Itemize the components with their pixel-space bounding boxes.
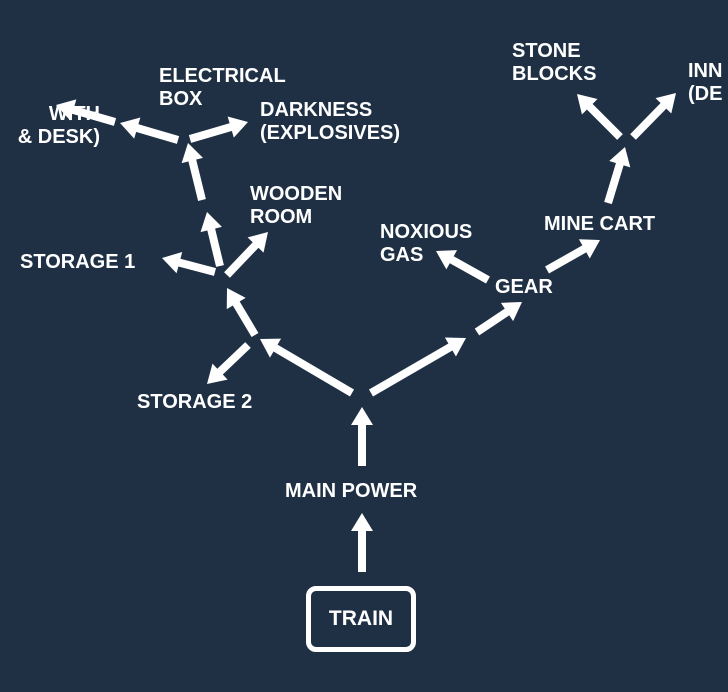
arrow-shaft <box>271 343 355 397</box>
arrow-head <box>207 363 228 384</box>
arrow-head <box>260 338 282 358</box>
arrow-head <box>436 250 458 270</box>
node-noxious-gas: NOXIOUS GAS <box>380 221 473 266</box>
arrow-shaft <box>70 105 117 126</box>
arrow-head <box>444 337 466 357</box>
arrow-shaft <box>231 299 259 338</box>
arrow-head <box>609 147 631 168</box>
node-gear: GEAR <box>495 276 553 298</box>
node-storage-2: STORAGE 2 <box>137 391 253 413</box>
arrow-train-to-main-power <box>351 513 373 572</box>
arrow-split-to-right <box>368 337 466 397</box>
arrow-shaft <box>206 226 224 267</box>
arrow-shaft <box>545 244 589 274</box>
arrow-shaft <box>188 122 234 143</box>
node-darkness: DARKNESS (EXPLOSIVES) <box>260 99 401 144</box>
arrow-to-darkness <box>188 116 248 143</box>
arrow-shaft <box>215 342 251 376</box>
node-inner: INN (DE <box>688 60 723 105</box>
node-storage-1: STORAGE 1 <box>20 251 136 273</box>
arrow-head <box>500 302 522 322</box>
arrow-head <box>247 232 268 253</box>
node-electrical-box: ELECTRICAL BOX <box>159 65 286 110</box>
arrow-head <box>181 143 203 164</box>
arrow-to-inner <box>630 93 676 140</box>
node-mine-cart: MINE CART <box>544 213 656 235</box>
arrow-shaft <box>368 342 455 397</box>
arrow-head <box>162 251 183 274</box>
arrow-to-with-desk <box>56 99 117 126</box>
arrow-head <box>578 239 600 259</box>
arrow-mine-cart-up <box>604 147 631 205</box>
node-wooden-room: WOODEN ROOM <box>250 183 343 228</box>
node-stone-blocks: STONE BLOCKS <box>512 40 597 85</box>
arrow-shaft <box>448 255 490 284</box>
arrow-shaft <box>585 102 623 140</box>
arrow-shaft <box>630 101 668 140</box>
arrow-left-to-storage-2 <box>207 342 251 384</box>
arrow-right-to-gear <box>474 302 522 336</box>
arrow-up-segment-2 <box>181 143 206 201</box>
arrow-main-power-to-split <box>351 407 373 466</box>
arrow-head <box>577 94 598 115</box>
arrow-head <box>120 117 141 139</box>
arrow-left-to-upper <box>226 288 259 338</box>
arrow-to-wooden-room <box>224 232 268 278</box>
arrow-head <box>56 99 77 121</box>
arrow-shaft <box>474 307 511 336</box>
arrow-head <box>655 93 676 114</box>
arrow-shaft <box>224 240 260 278</box>
node-train: TRAIN <box>306 586 416 652</box>
arrow-shaft <box>187 157 206 201</box>
arrow-to-storage-1 <box>162 251 217 276</box>
arrow-gear-to-mine-cart <box>545 239 600 274</box>
arrow-gear-to-noxious-gas <box>436 250 490 284</box>
arrow-head <box>200 212 222 233</box>
arrow-shaft <box>134 123 180 144</box>
node-with-desk: WITH & DESK) <box>17 103 100 148</box>
arrow-head <box>227 116 248 138</box>
arrow-head <box>351 513 373 531</box>
arrow-to-stone-blocks <box>577 94 623 140</box>
arrow-to-electrical-left <box>120 117 180 144</box>
node-main-power: MAIN POWER <box>285 480 418 502</box>
arrow-shaft <box>176 258 217 276</box>
arrow-head <box>351 407 373 425</box>
arrow-split-to-left <box>260 338 355 397</box>
arrow-head <box>226 288 246 310</box>
node-train-label: TRAIN <box>328 607 394 630</box>
arrow-shaft <box>604 161 625 205</box>
arrow-up-segment-1 <box>200 212 224 267</box>
